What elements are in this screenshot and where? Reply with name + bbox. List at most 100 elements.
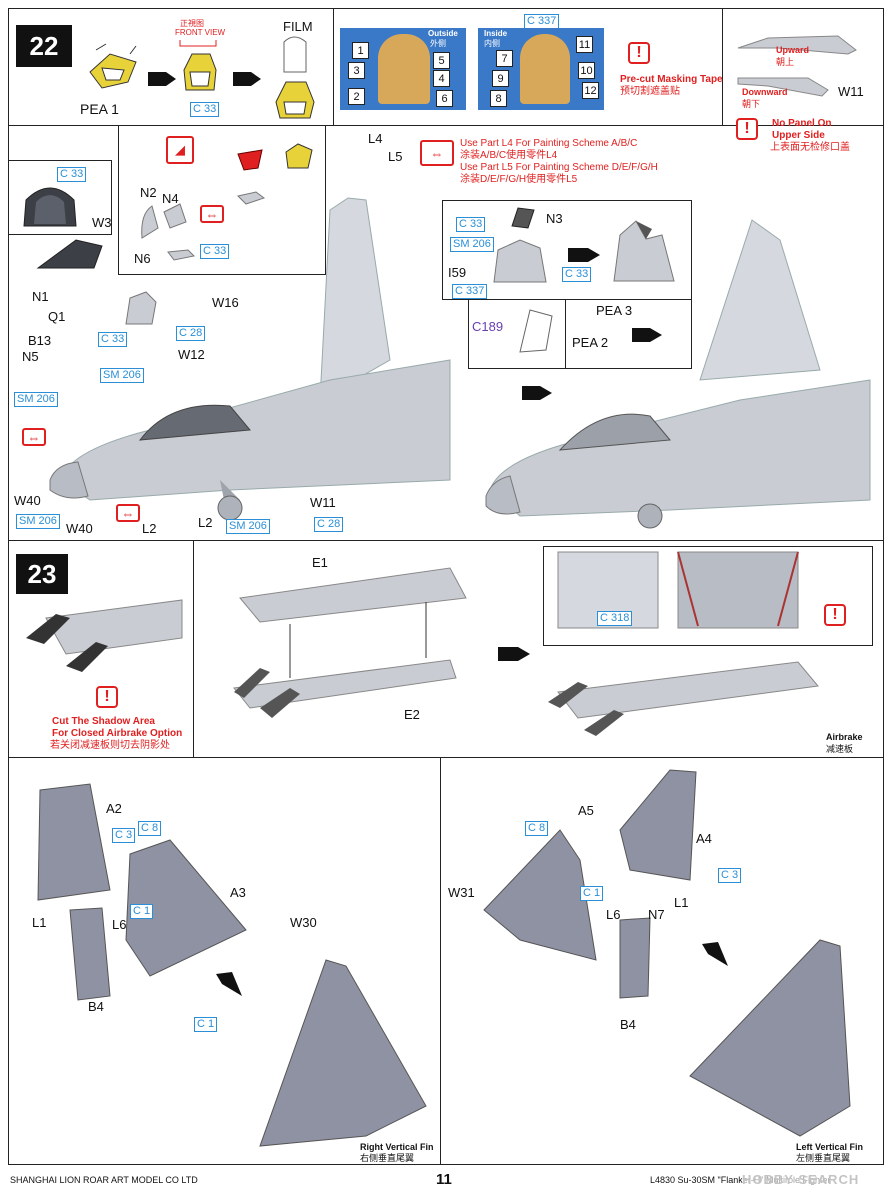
c33-callout-inset: C 33 [57,167,87,182]
airbrake-caption: Airbrake [826,732,863,742]
c1-callout-right-1: C 1 [130,904,154,919]
l1-label-right: L1 [32,915,47,930]
film-label: FILM [283,19,313,34]
front-view-bracket [179,40,217,47]
c337-callout-seat: C 337 [452,284,488,299]
c3-callout-left: C 3 [718,868,742,883]
pea1-label: PEA 1 [80,101,119,117]
inside-mask-shape [520,34,570,104]
left-fin-assembled-illustration [689,939,851,1137]
precut-label: Pre-cut Masking Tape [620,74,723,85]
mask-number-12: 12 [582,82,599,99]
c8-callout-left: C 8 [525,821,549,836]
w30-label: W30 [290,915,317,930]
pea2-label: PEA 2 [572,335,609,350]
assembled-seat-illustration [613,220,675,282]
n3-part-illustration [511,207,535,229]
footer-product: L4830 Su-30SM "Flanker-H" Multirole Figh… [650,1175,831,1185]
upward-label: Upward [776,45,810,55]
c33-callout-n3: C 33 [456,217,486,232]
b4-label-left: B4 [620,1017,636,1032]
double-arrow-icon-nose: ⇔ [22,428,46,446]
red-headrest-part [237,149,263,171]
gray-base-part [237,191,266,205]
su30-nose-assembly-illustration [49,197,451,521]
c33-callout-seat: C 33 [562,267,592,282]
downward-label: Downward [742,87,788,97]
headrest-red-icon: ◢ [166,136,194,164]
mask-number-10: 10 [578,62,595,79]
c189-film-illustration [519,309,553,353]
w11-label-top: W11 [838,84,864,99]
double-arrow-icon-inset: ⇔ [200,205,224,223]
mask-number-1: 1 [352,42,369,59]
n6-base-part [167,249,196,261]
n3-label: N3 [546,211,563,226]
inside-cn-label: 内侧 [484,39,500,48]
n2-label: N2 [140,185,157,200]
n4-headrest-illustration [141,203,187,239]
sm206-callout-n5: SM 206 [14,392,58,407]
step-arrow-5 [522,386,552,400]
warning-icon-cut: ! [96,686,118,708]
footer-page-number: 11 [436,1171,452,1188]
step-arrow-4 [632,328,662,342]
footer-company: SHANGHAI LION ROAR ART MODEL CO LTD [10,1175,198,1185]
yellow-headrest-part [285,143,313,169]
right-fin-assembled-illustration [259,959,427,1147]
seat-part-illustration [125,291,157,325]
c28-callout-w12: C 28 [176,326,206,341]
n1-label: N1 [32,289,49,304]
c33-callout-q1: C 33 [98,332,128,347]
mask-number-8: 8 [490,90,507,107]
upward-cn-label: 朝上 [776,57,795,67]
c33-callout-top: C 33 [190,102,220,117]
scheme-l5-label: Use Part L5 For Painting Scheme D/E/F/G/… [460,162,658,173]
i59-label: I59 [448,265,467,280]
e2-label: E2 [404,707,420,722]
no-panel-cn: 上表面无检修口盖 [770,142,850,153]
sm206-callout-w40: SM 206 [16,514,60,529]
c28-callout-w11: C 28 [314,517,344,532]
l5-label: L5 [388,149,403,164]
q1-label: Q1 [48,309,66,324]
c8-callout-right: C 8 [138,821,162,836]
outside-label: Outside [428,29,458,38]
b4-label-right: B4 [88,999,104,1014]
l4-label: L4 [368,131,383,146]
assembled-airbrake-illustration [548,661,819,736]
w31-label: W31 [448,885,475,900]
step-arrow-8 [702,942,728,966]
e1-e2-airbrake-illustration [233,567,467,718]
n7-label: N7 [648,907,665,922]
front-view-cn: 正視图 [180,19,204,28]
a3-label: A3 [230,885,246,900]
w12-label: W12 [178,347,205,362]
double-arrow-icon-l2: ⇔ [116,504,140,522]
mask-number-6: 6 [436,90,453,107]
double-arrow-icon-scheme: ⇔ [420,140,454,166]
warning-icon-no-panel: ! [736,118,758,140]
n4-label: N4 [162,191,179,206]
n1-canopy-illustration [36,239,103,269]
c189-label: C189 [472,319,504,334]
step-number-22: 22 [16,25,72,67]
right-fin-parts-illustration [37,783,247,1001]
canopy-dome-illustration [23,187,77,227]
c3-callout-right: C 3 [112,828,136,843]
no-panel-line1: No Panel On [772,118,832,129]
w11-label-main: W11 [310,495,336,510]
a2-label: A2 [106,801,122,816]
mask-number-7: 7 [496,50,513,67]
c318-detail-illustration [557,551,799,629]
warning-icon-c318: ! [824,604,846,626]
w11-upward-part [737,35,857,55]
outside-mask-shape [378,34,430,104]
mask-number-2: 2 [348,88,365,105]
a4-label: A4 [696,831,712,846]
left-fin-caption: Left Vertical Fin [796,1142,864,1152]
w40-label-1: W40 [14,493,41,508]
airbrake-cn-caption: 减速板 [826,744,854,754]
airbrake-cut-illustration [26,599,183,672]
n5-label: N5 [22,349,39,364]
